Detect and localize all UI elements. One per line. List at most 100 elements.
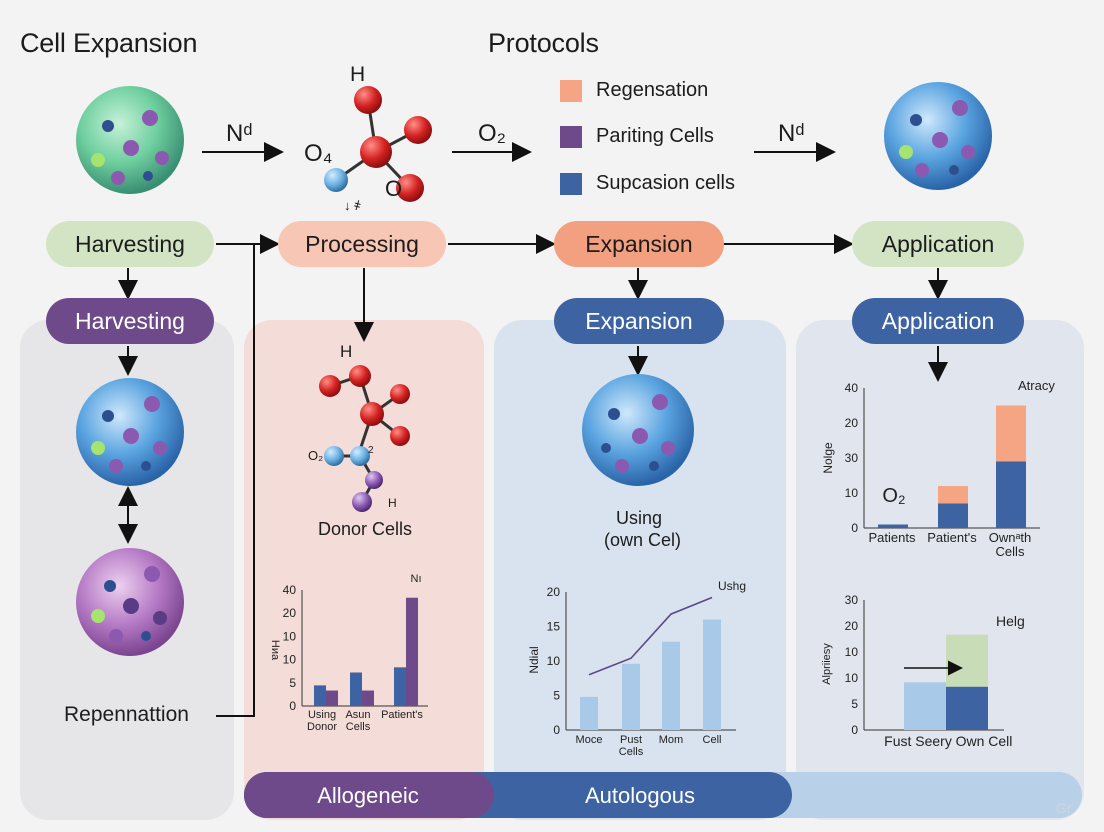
- caption-using: Using: [616, 508, 663, 528]
- bar: [703, 619, 721, 730]
- x-tick-label: Patient's: [927, 530, 977, 545]
- legend-swatch: [560, 79, 582, 102]
- x-tick-label: Cells: [619, 746, 644, 758]
- molecule-top: [324, 86, 432, 202]
- bar-stack-2: [946, 634, 988, 687]
- chart-annotation: Atracy: [1018, 378, 1055, 393]
- legend-label: Supcasion cells: [596, 172, 735, 194]
- chart-processing: 0510102040UsingDonorAsunCellsPatient'sNı…: [269, 573, 428, 733]
- cell-green-top: [76, 86, 184, 194]
- legend-item-supcasion: Supcasion cells: [560, 172, 735, 195]
- y-tick-label: 15: [547, 620, 561, 634]
- x-tick-label: Patient's: [381, 709, 423, 721]
- x-tick-label: Donor: [307, 721, 337, 733]
- molecule-processing: [319, 365, 410, 512]
- y-tick-label: 20: [283, 606, 297, 620]
- y-axis-label: Ndial: [527, 646, 541, 673]
- chart-annotation: Ushg: [718, 579, 746, 593]
- arrow-label-n2: Nᵈ: [778, 120, 805, 147]
- chart-inner-label: O₂: [882, 485, 905, 507]
- chart-annotation: Nı: [411, 573, 422, 585]
- caption-donor-cells: Donor Cells: [318, 519, 413, 539]
- y-axis-label: Ниа: [269, 640, 281, 661]
- cell-blue-expansion: [582, 374, 694, 486]
- bar-series-1: [314, 685, 326, 706]
- y-tick-label: 40: [845, 381, 859, 395]
- molecule-label-o4: O₄: [304, 140, 333, 167]
- x-tick-label: Fust Seery: [884, 733, 952, 749]
- y-tick-label: 10: [845, 486, 859, 500]
- caption-own-cel: (own Cel): [604, 530, 682, 550]
- stage-expansion[interactable]: Expansion: [554, 221, 724, 267]
- y-tick-label: 0: [553, 723, 560, 737]
- legend-label: Regensation: [596, 79, 709, 101]
- x-tick-label: Moce: [576, 734, 603, 746]
- y-tick-label: 0: [289, 699, 296, 713]
- proc-molecule-2: 2: [368, 445, 374, 456]
- legend-label: Pariting Cells: [596, 125, 714, 147]
- label-repennattion: Repennattion: [64, 703, 189, 726]
- processing-panel: [244, 320, 484, 820]
- y-tick-label: 0: [851, 723, 858, 737]
- cell-purple-left: [76, 548, 184, 656]
- y-tick-label: 20: [845, 416, 859, 430]
- stage-application[interactable]: Application: [852, 221, 1024, 267]
- trend-line: [588, 596, 713, 676]
- x-tick-label: Cells: [346, 721, 371, 733]
- x-tick-label: Own Cell: [956, 733, 1013, 749]
- x-tick-label: Asun: [345, 709, 370, 721]
- y-tick-label: 10: [283, 629, 297, 643]
- bar-stack-1: [996, 461, 1026, 528]
- title-cell-expansion: Cell Expansion: [20, 28, 198, 58]
- substage-expansion[interactable]: Expansion: [554, 298, 724, 344]
- molecule-label-tag: ↓ ҂: [344, 198, 361, 213]
- proc-molecule-h2: H: [388, 496, 397, 510]
- connector-repennattion: [216, 244, 255, 717]
- x-tick-label: Mom: [659, 734, 683, 746]
- bar: [580, 696, 598, 730]
- y-tick-label: 5: [289, 676, 296, 690]
- cell-blue-top-right: [884, 82, 992, 190]
- bar-stack-1: [904, 682, 946, 730]
- x-tick-label: Pust: [620, 734, 642, 746]
- bar-series-2: [362, 690, 374, 706]
- legend-swatch: [560, 172, 582, 195]
- bar-stack-1: [878, 524, 908, 528]
- x-tick-label: Patients: [869, 530, 916, 545]
- cell-blue-left: [76, 378, 184, 486]
- stage-processing[interactable]: Processing: [278, 221, 446, 267]
- x-tick-label: Using: [308, 709, 336, 721]
- x-tick-label: Ownᵃth: [989, 530, 1031, 545]
- watermark: Gr: [1056, 800, 1072, 816]
- substage-harvesting[interactable]: Harvesting: [46, 298, 214, 344]
- proc-molecule-o2: O₂: [308, 448, 324, 463]
- x-tick-label: Cell: [703, 734, 722, 746]
- y-tick-label: 10: [283, 653, 297, 667]
- y-tick-label: 5: [553, 689, 560, 703]
- y-axis-label: Alpriiesy: [821, 643, 833, 685]
- molecule-label-o: O: [385, 176, 403, 201]
- substage-application[interactable]: Application: [852, 298, 1024, 344]
- chart-annotation: Helg: [996, 613, 1025, 629]
- bar-stack-2: [996, 405, 1026, 462]
- bar-series-2: [406, 597, 418, 706]
- arrow-label-n1: Nᵈ: [226, 120, 253, 147]
- molecule-label-h: H: [350, 63, 366, 86]
- bar-series-1: [394, 667, 406, 706]
- y-tick-label: 10: [845, 671, 859, 685]
- title-protocols: Protocols: [488, 28, 599, 58]
- y-tick-label: 20: [845, 619, 859, 633]
- stage-harvesting[interactable]: Harvesting: [46, 221, 214, 267]
- x-tick-label: Cells: [996, 544, 1025, 559]
- y-tick-label: 30: [845, 593, 859, 607]
- bar-series-2: [326, 690, 338, 706]
- band-label-autologous: Autologous: [584, 783, 696, 808]
- bar: [622, 663, 640, 730]
- y-tick-label: 5: [851, 697, 858, 711]
- y-axis-label: Nolge: [821, 442, 835, 474]
- y-tick-label: 0: [851, 521, 858, 535]
